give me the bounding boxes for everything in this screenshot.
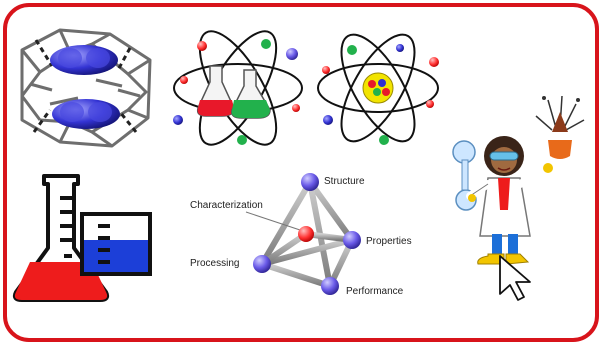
atom-flask-icon — [173, 30, 303, 146]
label-performance: Performance — [346, 286, 404, 297]
label-properties: Properties — [366, 236, 412, 247]
properties-node — [343, 231, 361, 249]
crystal-lattice-icon — [20, 28, 152, 148]
scientist-icon — [452, 95, 585, 265]
processing-node — [253, 255, 271, 273]
label-characterization: Characterization — [190, 200, 263, 211]
lab-glassware-icon — [12, 174, 152, 302]
atom-icon — [317, 33, 439, 145]
materials-tetrahedron — [245, 173, 361, 295]
characterization-node — [298, 226, 314, 242]
mouse-cursor-icon — [499, 255, 531, 301]
performance-node — [321, 277, 339, 295]
label-processing: Processing — [190, 258, 240, 269]
label-structure: Structure — [324, 176, 365, 187]
structure-node — [301, 173, 319, 191]
